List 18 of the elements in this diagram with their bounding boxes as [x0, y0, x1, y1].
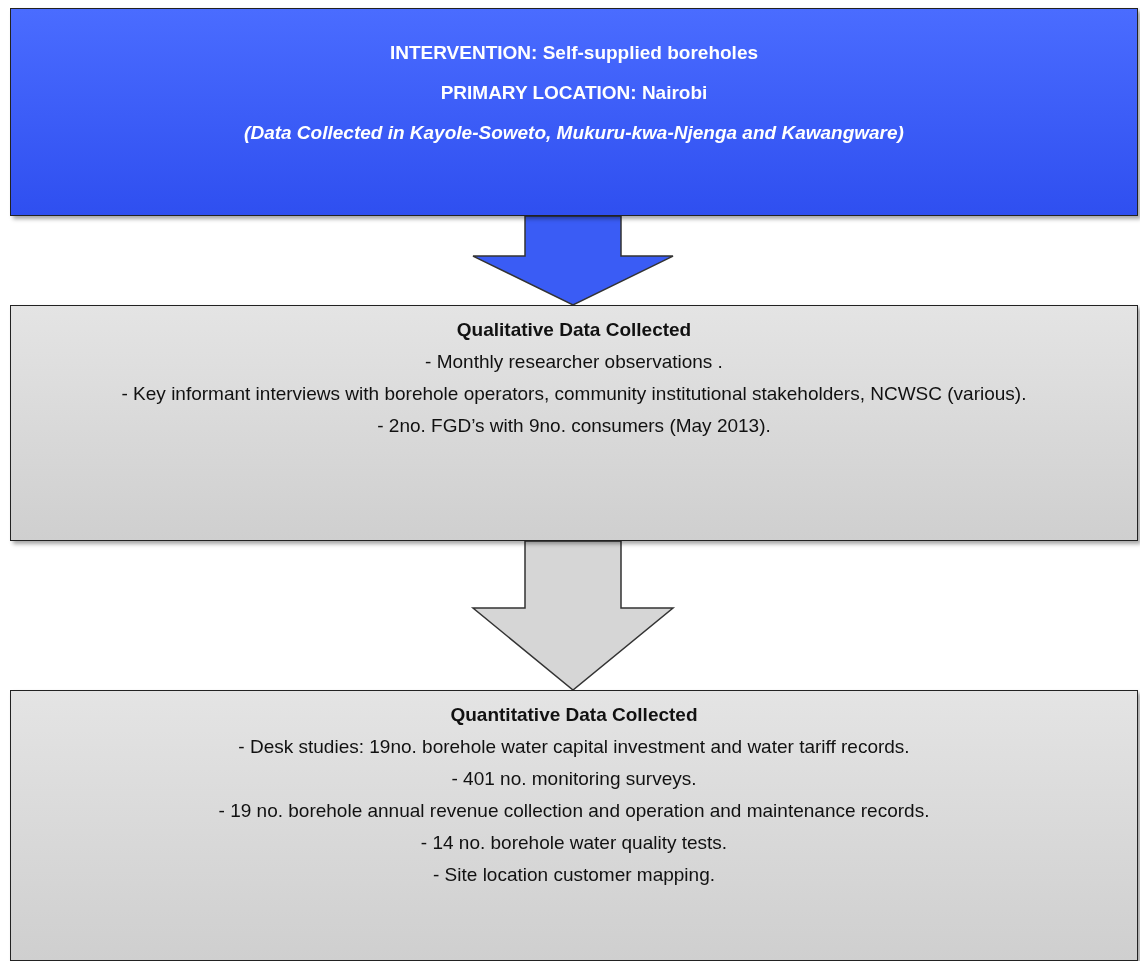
- box-text: - Monthly researcher observations .: [425, 350, 723, 374]
- box-text: - 2no. FGD’s with 9no. consumers (May 2013).: [377, 414, 771, 438]
- box-text: (Data Collected in Kayole-Soweto, Mukuru-kwa-Njenga and Kawangware): [244, 121, 904, 145]
- intervention-box: [10, 8, 1138, 216]
- box-text: - Desk studies: 19no. borehole water capital investment and water tariff records.: [238, 735, 910, 759]
- box-text: - Site location customer mapping.: [433, 863, 715, 887]
- box-text: - 19 no. borehole annual revenue collection and operation and maintenance records.: [218, 799, 930, 823]
- box-text: - Key informant interviews with borehole operators, community institutional stakeholders, NCWSC (various).: [121, 382, 1027, 406]
- box-text: - 401 no. monitoring surveys.: [451, 767, 697, 791]
- box-text: INTERVENTION: Self-supplied boreholes: [389, 41, 759, 65]
- box-heading: Quantitative Data Collected: [450, 703, 698, 727]
- box-heading: Qualitative Data Collected: [456, 318, 692, 342]
- box-text: PRIMARY LOCATION: Nairobi: [440, 81, 708, 105]
- block-arrow: [472, 215, 674, 306]
- qualitative-box: [10, 305, 1138, 541]
- block-arrow: [470, 540, 676, 691]
- quantitative-box: [10, 690, 1138, 961]
- box-text: - 14 no. borehole water quality tests.: [420, 831, 728, 855]
